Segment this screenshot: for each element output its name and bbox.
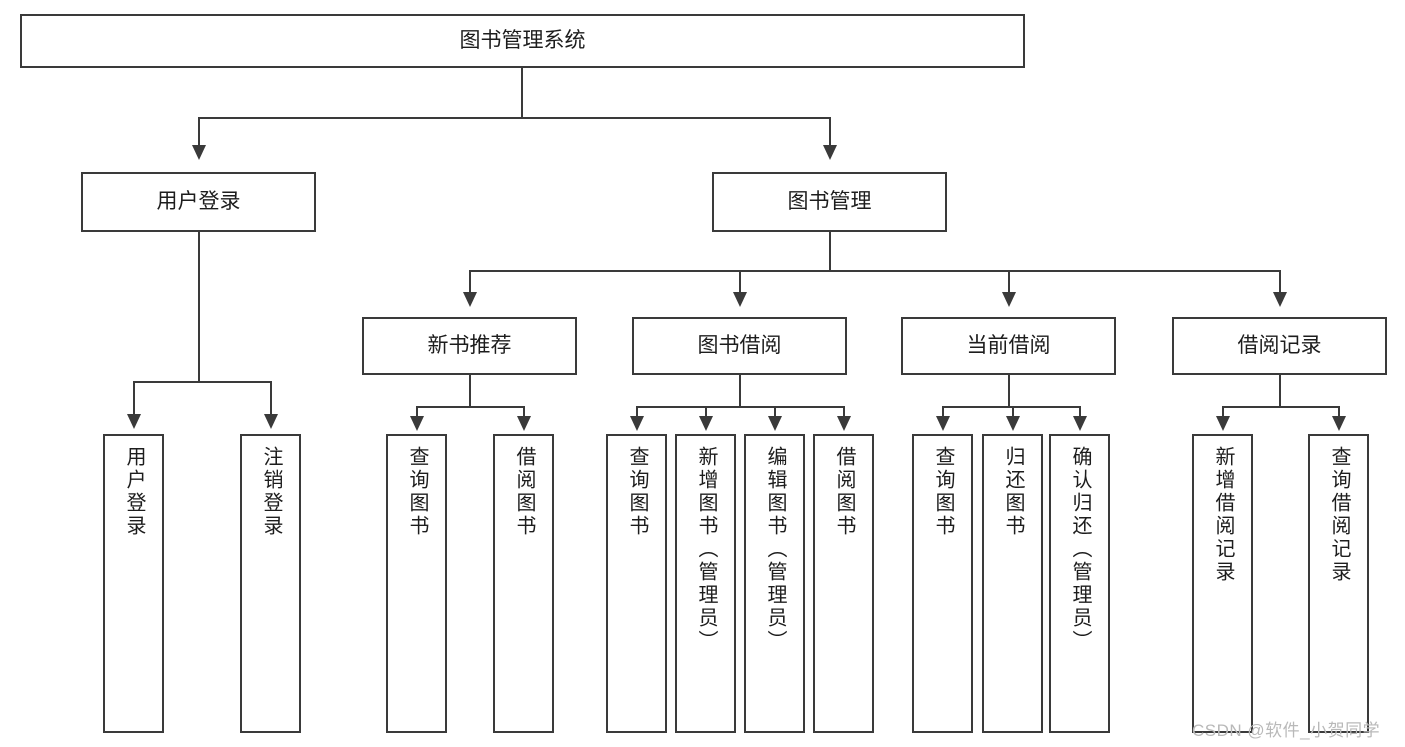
connector-bb-bus xyxy=(636,406,844,408)
csdn-watermark: CSDN @软件_小贺同学 xyxy=(1192,721,1381,740)
arrow-cb-leaf1 xyxy=(936,416,950,431)
connector-cb-stem xyxy=(1008,375,1010,407)
connector-cb-bus xyxy=(942,406,1080,408)
connector-bm-stem xyxy=(829,232,831,271)
node-label: 查询图书 xyxy=(626,446,648,538)
node-label: 图书管理系统 xyxy=(459,28,586,52)
node-new-book-recommend[interactable]: 新书推荐 xyxy=(362,317,577,375)
connector-bm-bus xyxy=(469,270,1281,272)
arrow-to-user-login xyxy=(192,145,206,160)
connector-bb-leaf1 xyxy=(636,406,638,416)
connector-bb-leaf4 xyxy=(843,406,845,416)
arrow-ul-leaf1 xyxy=(127,414,141,429)
node-leaf-return-book[interactable]: 归还图书 xyxy=(982,434,1043,733)
node-label: 查询图书 xyxy=(932,446,954,538)
connector-cb-leaf1 xyxy=(942,406,944,416)
node-leaf-query-record[interactable]: 查询借阅记录 xyxy=(1308,434,1369,733)
connector-cb-leaf2 xyxy=(1012,406,1014,416)
node-leaf-query-book-1[interactable]: 查询图书 xyxy=(386,434,447,733)
connector-to-book-management xyxy=(829,117,831,145)
node-label: 借阅图书 xyxy=(833,446,855,538)
node-book-borrow[interactable]: 图书借阅 xyxy=(632,317,847,375)
node-leaf-edit-book[interactable]: 编辑图书（管理员） xyxy=(744,434,805,733)
arrow-to-book-borrow xyxy=(733,292,747,307)
arrow-to-borrow-record xyxy=(1273,292,1287,307)
node-leaf-confirm-return[interactable]: 确认归还（管理员） xyxy=(1049,434,1110,733)
arrow-cb-leaf3 xyxy=(1073,416,1087,431)
node-leaf-query-book-3[interactable]: 查询图书 xyxy=(912,434,973,733)
arrow-nb-leaf2 xyxy=(517,416,531,431)
arrow-to-book-management xyxy=(823,145,837,160)
node-current-borrow[interactable]: 当前借阅 xyxy=(901,317,1116,375)
node-label: 编辑图书（管理员） xyxy=(764,446,786,653)
arrow-br-leaf1 xyxy=(1216,416,1230,431)
node-leaf-user-login[interactable]: 用户登录 xyxy=(103,434,164,733)
connector-to-current-borrow xyxy=(1008,270,1010,292)
arrow-ul-leaf2 xyxy=(264,414,278,429)
connector-to-borrow-record xyxy=(1279,270,1281,292)
arrow-br-leaf2 xyxy=(1332,416,1346,431)
node-label: 图书借阅 xyxy=(697,333,782,357)
node-leaf-borrow-book-2[interactable]: 借阅图书 xyxy=(813,434,874,733)
node-label: 查询图书 xyxy=(406,446,428,538)
connector-nb-stem xyxy=(469,375,471,407)
arrow-to-current-borrow xyxy=(1002,292,1016,307)
connector-ul-leaf2 xyxy=(270,381,272,414)
node-leaf-add-book[interactable]: 新增图书（管理员） xyxy=(675,434,736,733)
node-label: 图书管理 xyxy=(787,189,872,213)
connector-bb-stem xyxy=(739,375,741,407)
node-label: 查询借阅记录 xyxy=(1328,446,1350,584)
arrow-bb-leaf1 xyxy=(630,416,644,431)
node-label: 新书推荐 xyxy=(427,333,512,357)
node-leaf-add-record[interactable]: 新增借阅记录 xyxy=(1192,434,1253,733)
connector-nb-leaf2 xyxy=(523,406,525,416)
node-label: 借阅记录 xyxy=(1237,333,1322,357)
node-leaf-query-book-2[interactable]: 查询图书 xyxy=(606,434,667,733)
arrow-nb-leaf1 xyxy=(410,416,424,431)
node-label: 新增图书（管理员） xyxy=(695,446,717,653)
connector-to-new-book xyxy=(469,270,471,292)
connector-cb-leaf3 xyxy=(1079,406,1081,416)
node-user-login[interactable]: 用户登录 xyxy=(81,172,316,232)
node-leaf-borrow-book-1[interactable]: 借阅图书 xyxy=(493,434,554,733)
arrow-bb-leaf3 xyxy=(768,416,782,431)
connector-root-bus xyxy=(198,117,831,119)
node-label: 借阅图书 xyxy=(513,446,535,538)
node-root-book-management-system[interactable]: 图书管理系统 xyxy=(20,14,1025,68)
node-label: 用户登录 xyxy=(156,189,241,213)
connector-ul-stem xyxy=(198,232,200,382)
connector-ul-bus xyxy=(133,381,270,383)
connector-to-book-borrow xyxy=(739,270,741,292)
connector-ul-leaf1 xyxy=(133,381,135,414)
connector-to-user-login xyxy=(198,117,200,145)
node-borrow-record[interactable]: 借阅记录 xyxy=(1172,317,1387,375)
connector-nb-leaf1 xyxy=(416,406,418,416)
node-label: 确认归还（管理员） xyxy=(1069,446,1091,653)
arrow-bb-leaf4 xyxy=(837,416,851,431)
node-book-management[interactable]: 图书管理 xyxy=(712,172,947,232)
connector-bb-leaf2 xyxy=(705,406,707,416)
arrow-to-new-book xyxy=(463,292,477,307)
node-leaf-logout[interactable]: 注销登录 xyxy=(240,434,301,733)
connector-br-leaf2 xyxy=(1338,406,1340,416)
connector-bb-leaf3 xyxy=(774,406,776,416)
node-label: 当前借阅 xyxy=(966,333,1051,357)
connector-br-stem xyxy=(1279,375,1281,407)
node-label: 用户登录 xyxy=(123,446,145,538)
connector-nb-bus xyxy=(416,406,523,408)
connector-br-leaf1 xyxy=(1222,406,1224,416)
arrow-cb-leaf2 xyxy=(1006,416,1020,431)
connector-br-bus xyxy=(1222,406,1338,408)
arrow-bb-leaf2 xyxy=(699,416,713,431)
node-label: 归还图书 xyxy=(1002,446,1024,538)
node-label: 新增借阅记录 xyxy=(1212,446,1234,584)
connector-root-stem xyxy=(521,67,523,118)
node-label: 注销登录 xyxy=(260,446,282,538)
